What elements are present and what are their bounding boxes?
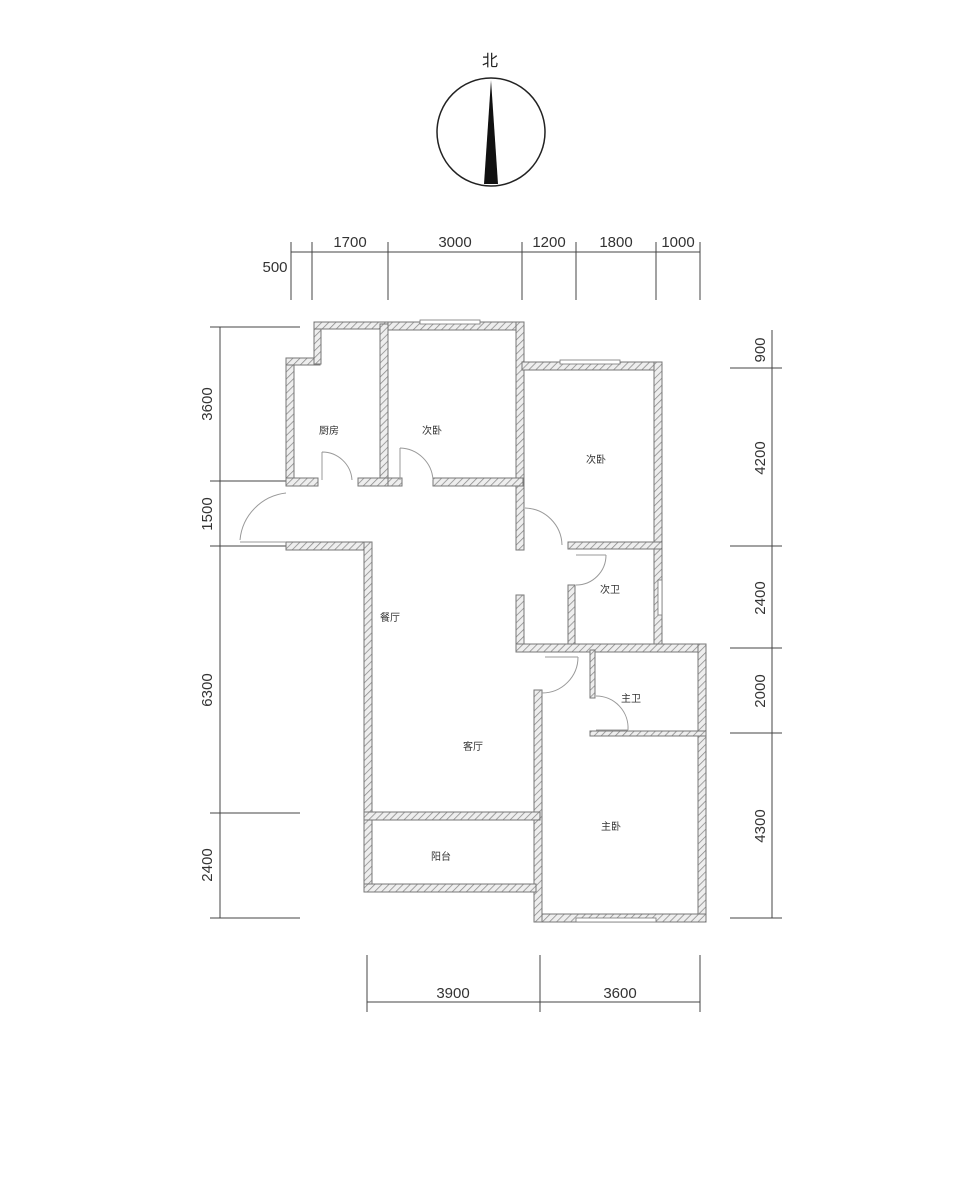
room-second-bath: 次卫 [600,583,620,596]
window-east-bedroom [559,359,621,365]
dim-left-1: 1500 [199,497,216,530]
dim-left-0: 3600 [199,387,216,420]
compass-circle [436,77,546,187]
room-living: 客厅 [463,740,483,753]
room-master-bath: 主卫 [621,693,641,705]
dim-right-3: 2000 [752,674,769,707]
doors [239,319,663,923]
left-dimension-line: 3600 1500 6300 2400 [199,326,300,919]
dim-right-0: 900 [752,337,769,362]
dim-left-2: 6300 [199,673,216,706]
window-bath [657,579,663,616]
north-arrow-icon [484,80,498,184]
room-bedroom-east: 次卧 [586,453,606,466]
room-balcony: 阳台 [431,850,451,863]
dim-top-3: 1200 [532,234,565,251]
dim-bottom-1: 3600 [603,985,636,1002]
window-north [419,319,481,325]
dim-top-1: 1700 [333,234,366,251]
room-bedroom-north: 次卧 [422,424,442,437]
dim-left-3: 2400 [199,848,216,881]
dim-right-1: 4200 [752,441,769,474]
walls [285,321,707,923]
window-master [575,917,657,923]
dim-top-4: 1800 [599,234,632,251]
dim-top-0: 500 [262,259,287,276]
bottom-dimension-line: 3900 3600 [366,955,701,1012]
room-dining: 餐厅 [380,611,400,624]
dim-top-5: 1000 [661,234,694,251]
north-label: 北 [482,51,498,70]
dim-bottom-0: 3900 [436,985,469,1002]
north-compass: 北 [436,51,546,187]
room-kitchen: 厨房 [319,424,339,437]
dim-top-2: 3000 [438,234,471,251]
right-dimension-line: 900 4200 2400 2000 4300 [730,330,782,919]
dim-right-2: 2400 [752,581,769,614]
dim-right-4: 4300 [752,809,769,842]
room-master-bedroom: 主卧 [601,820,621,833]
top-dimension-line: 500 1700 3000 1200 1800 1000 [262,234,701,300]
